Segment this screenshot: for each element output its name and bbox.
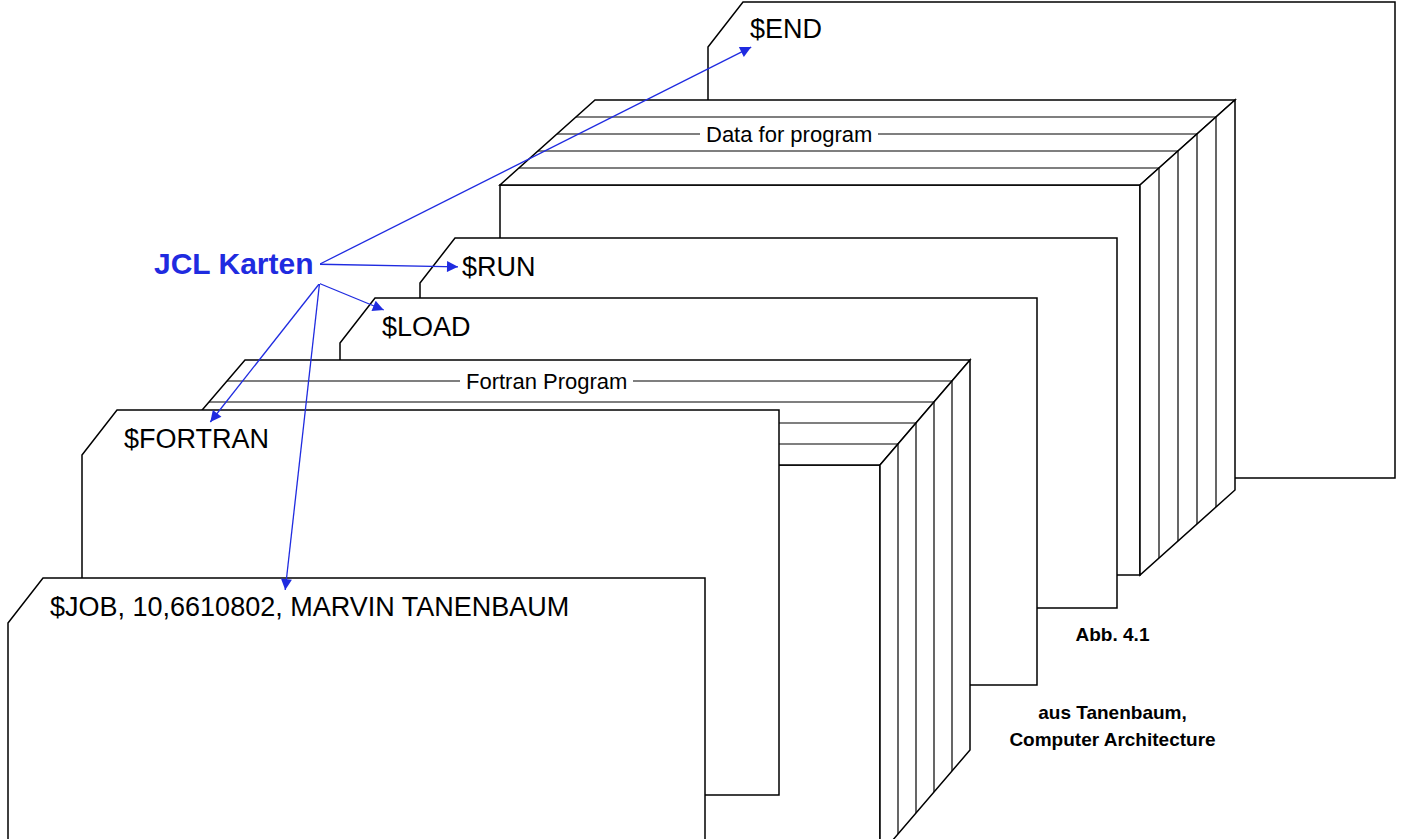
- card-text: Fortran Program: [466, 369, 627, 394]
- card-text: JCL Karten: [154, 247, 314, 282]
- card-text: $LOAD: [382, 312, 471, 343]
- card-text: $RUN: [462, 252, 536, 283]
- card-text: $FORTRAN: [124, 424, 269, 455]
- card-edge-line: [915, 423, 916, 813]
- card-edge-line: [1177, 151, 1178, 541]
- card-edge-line: [1196, 134, 1197, 524]
- card-edge-line: [951, 381, 952, 771]
- jcl-pointer-arrow: [320, 284, 384, 311]
- deck-side: [1140, 100, 1235, 575]
- deck-side: [880, 360, 970, 839]
- card-text: $END: [750, 14, 822, 45]
- card-edge-line: [519, 167, 1159, 168]
- jcl-pointer-arrow: [210, 284, 319, 423]
- job-card-label: $JOB, 10,6610802, MARVIN TANENBAUM: [46, 590, 573, 625]
- card-text: Data for program: [706, 122, 872, 147]
- load-card-label: $LOAD: [378, 310, 475, 345]
- data-deck-label: Data for program: [700, 121, 878, 148]
- card-edge-line: [933, 402, 934, 792]
- figure-source: aus Tanenbaum, Computer Architecture: [1000, 700, 1225, 753]
- card-edge-line: [897, 444, 898, 834]
- card-edge-line: [1215, 117, 1216, 507]
- jcl-pointer-arrow: [320, 264, 459, 267]
- fortran-card-label: $FORTRAN: [120, 422, 273, 457]
- card-edge-line: [538, 150, 1178, 151]
- figure-number: Abb. 4.1: [1000, 622, 1225, 649]
- jcl-pointer-arrow: [320, 47, 752, 264]
- job-card: [8, 578, 705, 839]
- card-edge-line: [1158, 168, 1159, 558]
- jcl-callout: JCL Karten: [148, 245, 320, 284]
- jcl-pointer-arrow: [285, 284, 319, 591]
- program-deck-label: Fortran Program: [460, 368, 633, 395]
- deck-top: [500, 100, 1235, 185]
- end-card-label: $END: [746, 12, 826, 47]
- card-edge-line: [576, 116, 1216, 117]
- run-card-label: $RUN: [458, 250, 540, 285]
- card-text: $JOB, 10,6610802, MARVIN TANENBAUM: [50, 592, 569, 623]
- card-edge-line: [209, 401, 934, 402]
